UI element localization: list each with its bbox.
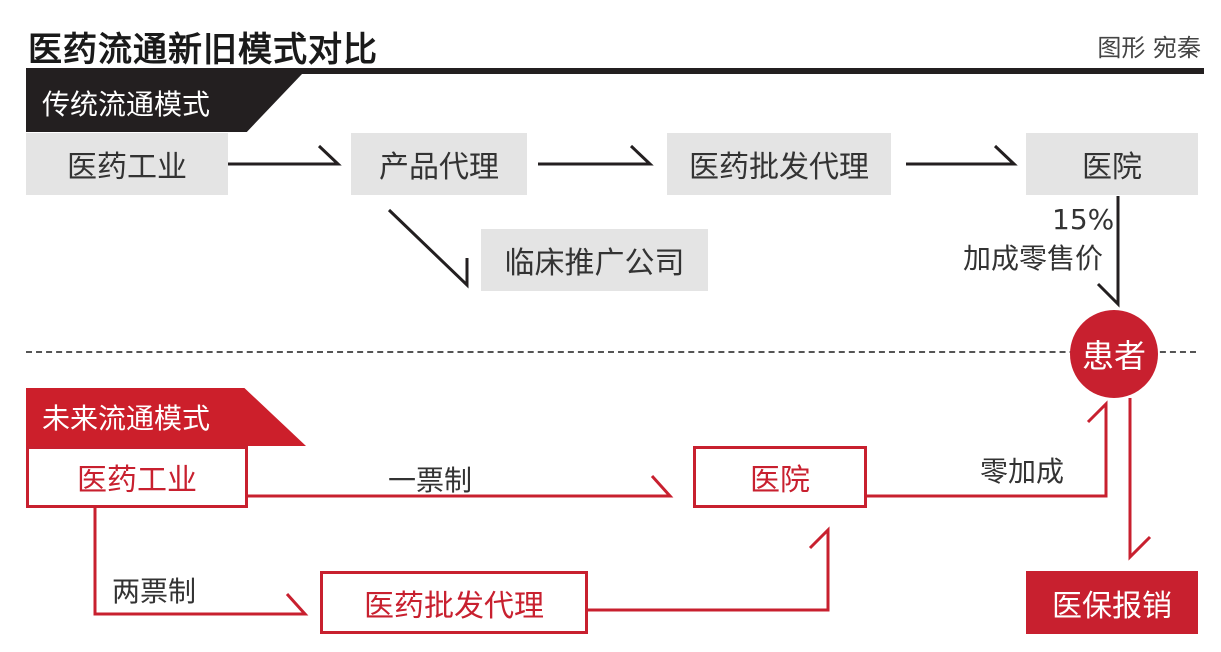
arrow-manufacturer-to-wholesale [93, 508, 309, 616]
old-product-agent-box: 产品代理 [351, 133, 527, 195]
title-rule [26, 68, 1204, 74]
arrow-product-agent-to-wholesale [538, 144, 654, 166]
arrow-manufacturer-to-hospital [248, 474, 674, 498]
old-hospital-box: 医院 [1026, 133, 1198, 195]
arrow-patient-to-insurance [1128, 398, 1152, 561]
new-manufacturer-box: 医药工业 [26, 446, 248, 508]
clinical-promo-box: 临床推广公司 [481, 229, 708, 291]
old-model-label: 传统流通模式 [26, 74, 302, 132]
insurance-box: 医保报销 [1026, 571, 1198, 634]
arrow-wholesale-to-hospital [588, 526, 830, 612]
old-wholesale-agent-box: 医药批发代理 [667, 133, 891, 195]
patient-circle: 患者 [1070, 310, 1158, 398]
one-invoice-label: 一票制 [388, 464, 473, 497]
arrow-wholesale-to-hospital [906, 144, 1018, 166]
page-title: 医药流通新旧模式对比 [28, 30, 378, 70]
zero-markup-label: 零加成 [980, 455, 1065, 488]
new-wholesale-agent-box: 医药批发代理 [320, 571, 588, 634]
arrow-manufacturer-to-product-agent [228, 144, 342, 166]
new-hospital-box: 医院 [693, 446, 867, 508]
arrow-product-agent-to-promo [387, 208, 469, 289]
arrow-hospital-to-patient [867, 400, 1108, 498]
credit: 图形 宛秦 [1097, 34, 1201, 62]
old-model-label-text: 传统流通模式 [42, 88, 211, 121]
markup-percent-label: 15% [1052, 203, 1115, 236]
new-model-label-text: 未来流通模式 [42, 402, 211, 435]
arrow-hospital-to-patient [1096, 196, 1120, 308]
two-invoice-label: 两票制 [112, 575, 197, 608]
markup-retail-label: 加成零售价 [963, 242, 1104, 275]
section-divider [26, 351, 1196, 353]
old-manufacturer-box: 医药工业 [26, 133, 228, 195]
